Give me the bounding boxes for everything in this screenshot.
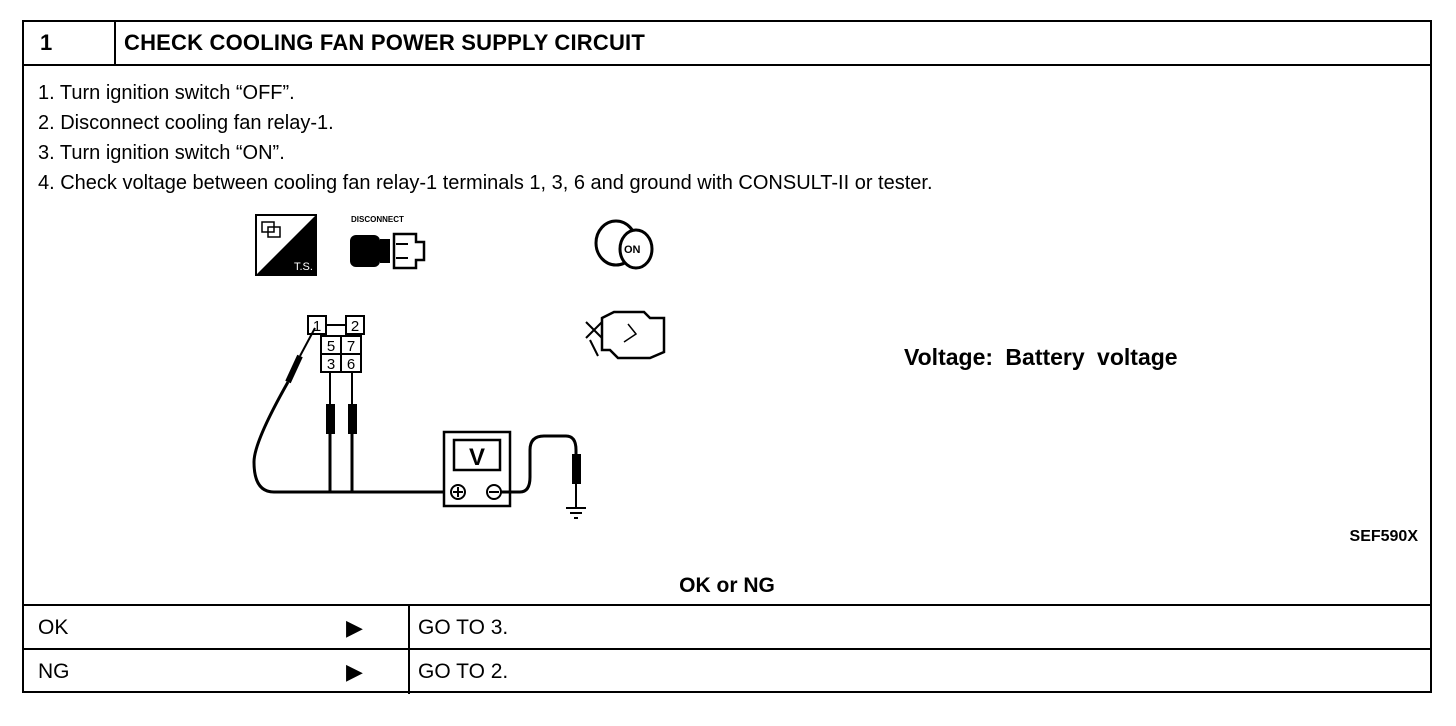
result-row-ng: NG ▶ GO TO 2.: [24, 648, 1430, 694]
voltage-spec: Voltage: Battery voltage: [904, 344, 1178, 370]
test-diagram: T.S. DISCONNECT ON 1: [252, 214, 666, 519]
result-action: GO TO 3.: [418, 616, 509, 639]
figure-code: SEF590X: [1349, 528, 1418, 545]
terminal-2-label: 2: [351, 318, 359, 335]
relay-connector: 1 2 5 7 3 6: [307, 315, 365, 373]
result-action: GO TO 2.: [418, 660, 509, 683]
arrow-right-icon: ▶: [346, 615, 363, 640]
instruction-item: 4. Check voltage between cooling fan rel…: [38, 172, 933, 194]
engine-icon: [585, 310, 666, 360]
ground-lead: [501, 434, 586, 519]
result-label: OK: [38, 616, 69, 639]
ts-icon: T.S.: [255, 214, 317, 276]
result-prompt: OK or NG: [679, 574, 775, 597]
probe-terminal-3: [326, 372, 335, 492]
result-label: NG: [38, 660, 70, 683]
probe-terminal-6: [348, 372, 357, 492]
probe-terminal-1: [252, 327, 444, 494]
step-header: 1 CHECK COOLING FAN POWER SUPPLY CIRCUIT: [24, 22, 1430, 66]
procedure-table: 1 CHECK COOLING FAN POWER SUPPLY CIRCUIT…: [22, 20, 1432, 694]
ts-icon-label: T.S.: [294, 261, 313, 273]
arrow-right-icon: ▶: [346, 659, 363, 684]
terminal-7-label: 7: [347, 338, 355, 355]
ignition-icon-label: ON: [624, 244, 641, 256]
instruction-list: 1. Turn ignition switch “OFF”. 2. Discon…: [38, 78, 933, 198]
terminal-3-label: 3: [327, 356, 335, 373]
header-divider: [114, 22, 116, 64]
instruction-item: 3. Turn ignition switch “ON”.: [38, 142, 285, 164]
instruction-item: 1. Turn ignition switch “OFF”.: [38, 82, 295, 104]
disconnect-icon: DISCONNECT: [350, 215, 426, 270]
step-number: 1: [40, 30, 53, 55]
result-divider: [408, 606, 410, 650]
terminal-5-label: 5: [327, 338, 335, 355]
instruction-item: 2. Disconnect cooling fan relay-1.: [38, 112, 334, 134]
disconnect-icon-label: DISCONNECT: [351, 215, 404, 224]
ignition-key-icon: ON: [594, 219, 654, 270]
terminal-1-label: 1: [313, 318, 321, 335]
result-row-ok: OK ▶ GO TO 3.: [24, 604, 1430, 650]
terminal-6-label: 6: [347, 356, 355, 373]
voltmeter-label: V: [469, 444, 485, 471]
voltmeter: V: [442, 430, 512, 508]
result-divider: [408, 650, 410, 694]
step-title: CHECK COOLING FAN POWER SUPPLY CIRCUIT: [124, 30, 645, 55]
